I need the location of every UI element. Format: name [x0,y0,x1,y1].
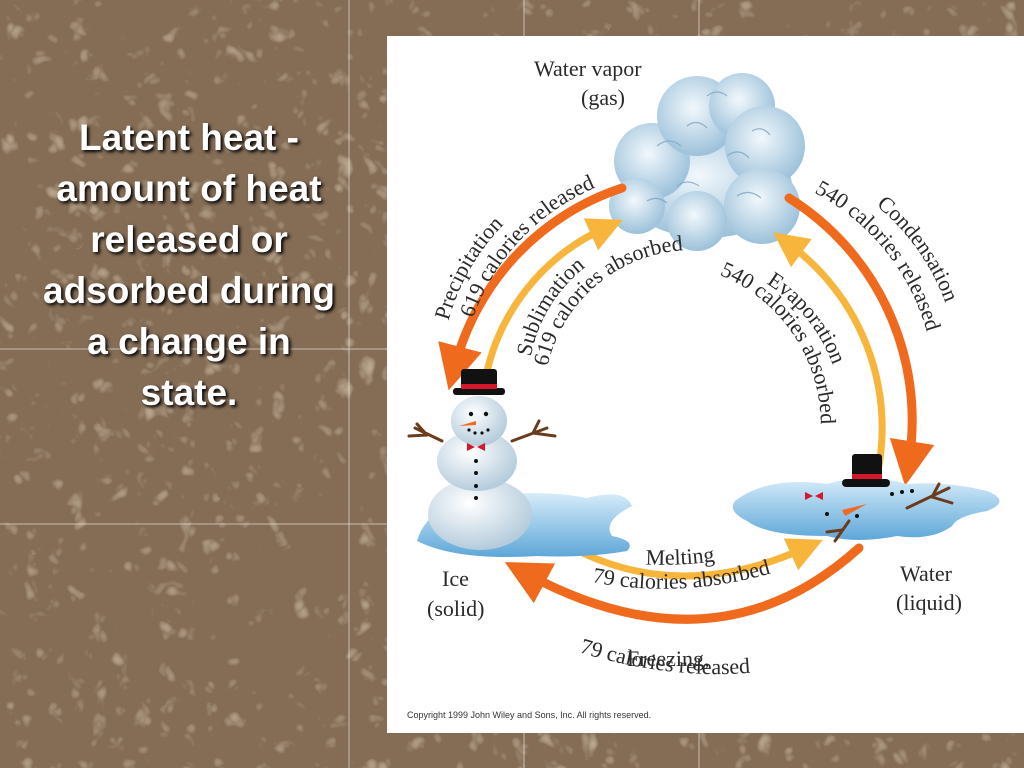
snowman-icon [407,369,632,557]
title-line-1: Latent heat - [79,117,299,158]
title-line-4: adsorbed during [43,270,335,311]
slide-title: Latent heat - amount of heat released or… [8,112,370,418]
svg-text:Melting: Melting [645,541,715,569]
water-vapor-label: Water vapor [534,56,642,81]
melted-snowman-icon [732,454,1000,543]
solid-label: (solid) [427,596,484,621]
copyright-text: Copyright 1999 John Wiley and Sons, Inc.… [407,710,651,720]
water-cycle-diagram: Water vapor (gas) Ice (solid) Water (liq… [387,36,1024,733]
melting-label: Melting [645,541,715,569]
title-line-2: amount of heat [56,168,322,209]
liquid-label: (liquid) [896,590,962,615]
precipitation-arrow [438,183,627,391]
svg-text:79 calories released: 79 calories released [578,633,751,679]
freezing-energy: 79 calories released [578,633,751,679]
title-line-5: a change in [87,321,291,362]
freezing-arrow [504,543,864,624]
cloud-icon [609,73,805,251]
sublimation-arrow [481,218,623,385]
gas-label: (gas) [581,85,625,110]
melting-arrow [561,538,823,580]
ice-label: Ice [442,566,469,591]
title-line-3: released or [90,219,288,260]
title-line-6: state. [140,372,238,413]
evaporation-arrow [773,232,886,480]
freezing-label: Freezing, [627,646,709,671]
condensation-arrow [784,193,935,486]
water-label: Water [900,561,953,586]
